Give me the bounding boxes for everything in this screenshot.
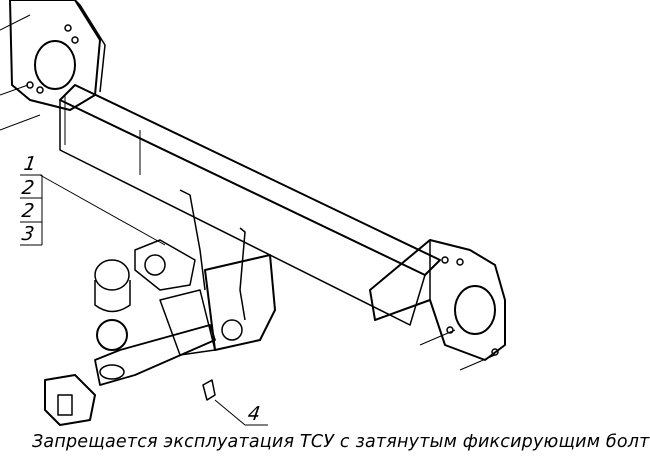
leader-line — [39, 174, 166, 246]
leader-line — [214, 399, 246, 426]
plug-cover — [44, 374, 96, 426]
callout-table — [20, 174, 43, 246]
receiver-bracket — [159, 189, 276, 356]
warning-note: Запрещается эксплуатация ТСУ с затянутым… — [32, 432, 650, 452]
cross-beam — [59, 84, 441, 326]
left-mounting-plate — [0, 0, 106, 131]
fixing-bolt — [202, 379, 216, 401]
socket-plate — [134, 239, 196, 291]
ball-cap — [94, 259, 131, 313]
right-mounting-plate — [369, 239, 506, 371]
ball-mount — [94, 319, 216, 386]
